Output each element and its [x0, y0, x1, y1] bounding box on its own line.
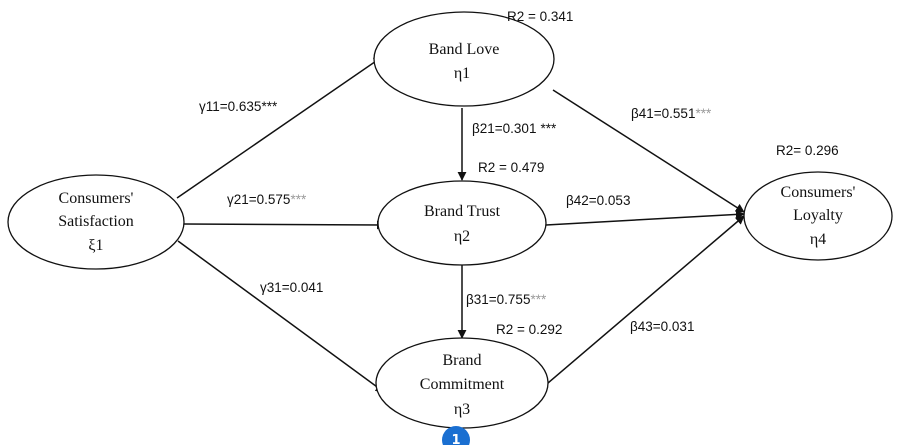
node-loyalty-line1: Consumers' — [781, 184, 856, 201]
edge-satisfaction-to-trust — [183, 220, 386, 230]
node-satisfaction-line2: Satisfaction — [58, 213, 134, 230]
node-consumers-loyalty: Consumers' Loyalty η4 — [743, 171, 893, 261]
path-label-beta41: β41=0.551*** — [631, 106, 712, 121]
path-label-beta43: β43=0.031 — [630, 319, 694, 334]
node-trust-symbol: η2 — [454, 228, 470, 245]
page-badge-label: 1 — [451, 433, 460, 445]
path-label-gamma21: γ21=0.575*** — [227, 192, 307, 207]
path-label-gamma31: γ31=0.041 — [260, 280, 323, 295]
r-squared-loyalty: R2= 0.296 — [776, 143, 839, 158]
node-band-love: Band Love η1 — [373, 11, 555, 107]
path-label-beta21: β21=0.301*** — [472, 121, 557, 136]
node-commitment-line1: Brand — [442, 352, 481, 369]
edge-commitment-to-loyalty — [547, 215, 745, 384]
path-label-beta42: β42=0.053 — [566, 193, 630, 208]
r-squared-love: R2 = 0.341 — [507, 9, 573, 24]
node-love-symbol: η1 — [454, 65, 470, 82]
r-squared-commitment: R2 = 0.292 — [496, 322, 562, 337]
edge-satisfaction-to-commitment — [177, 240, 385, 393]
node-consumers-satisfaction: Consumers' Satisfaction ξ1 — [7, 174, 185, 270]
node-loyalty-symbol: η4 — [810, 231, 826, 248]
node-brand-trust: Brand Trust η2 — [377, 180, 547, 266]
node-brand-commitment: Brand Commitment η3 — [375, 337, 549, 429]
edge-love-to-loyalty — [552, 89, 745, 213]
node-commitment-symbol: η3 — [454, 401, 470, 418]
node-satisfaction-line1: Consumers' — [59, 190, 134, 207]
node-trust-line1: Brand Trust — [424, 203, 501, 220]
node-commitment-line2: Commitment — [420, 376, 505, 393]
path-label-beta31: β31=0.755*** — [466, 292, 547, 307]
node-loyalty-line2: Loyalty — [793, 207, 843, 224]
edge-trust-to-loyalty — [545, 209, 745, 226]
r-squared-trust: R2 = 0.479 — [478, 160, 544, 175]
node-love-line1: Band Love — [429, 41, 500, 58]
path-label-gamma11: γ11=0.635*** — [199, 99, 278, 114]
page-badge[interactable]: 1 — [442, 426, 470, 445]
node-satisfaction-symbol: ξ1 — [88, 237, 103, 254]
edge-satisfaction-to-love — [176, 56, 383, 199]
